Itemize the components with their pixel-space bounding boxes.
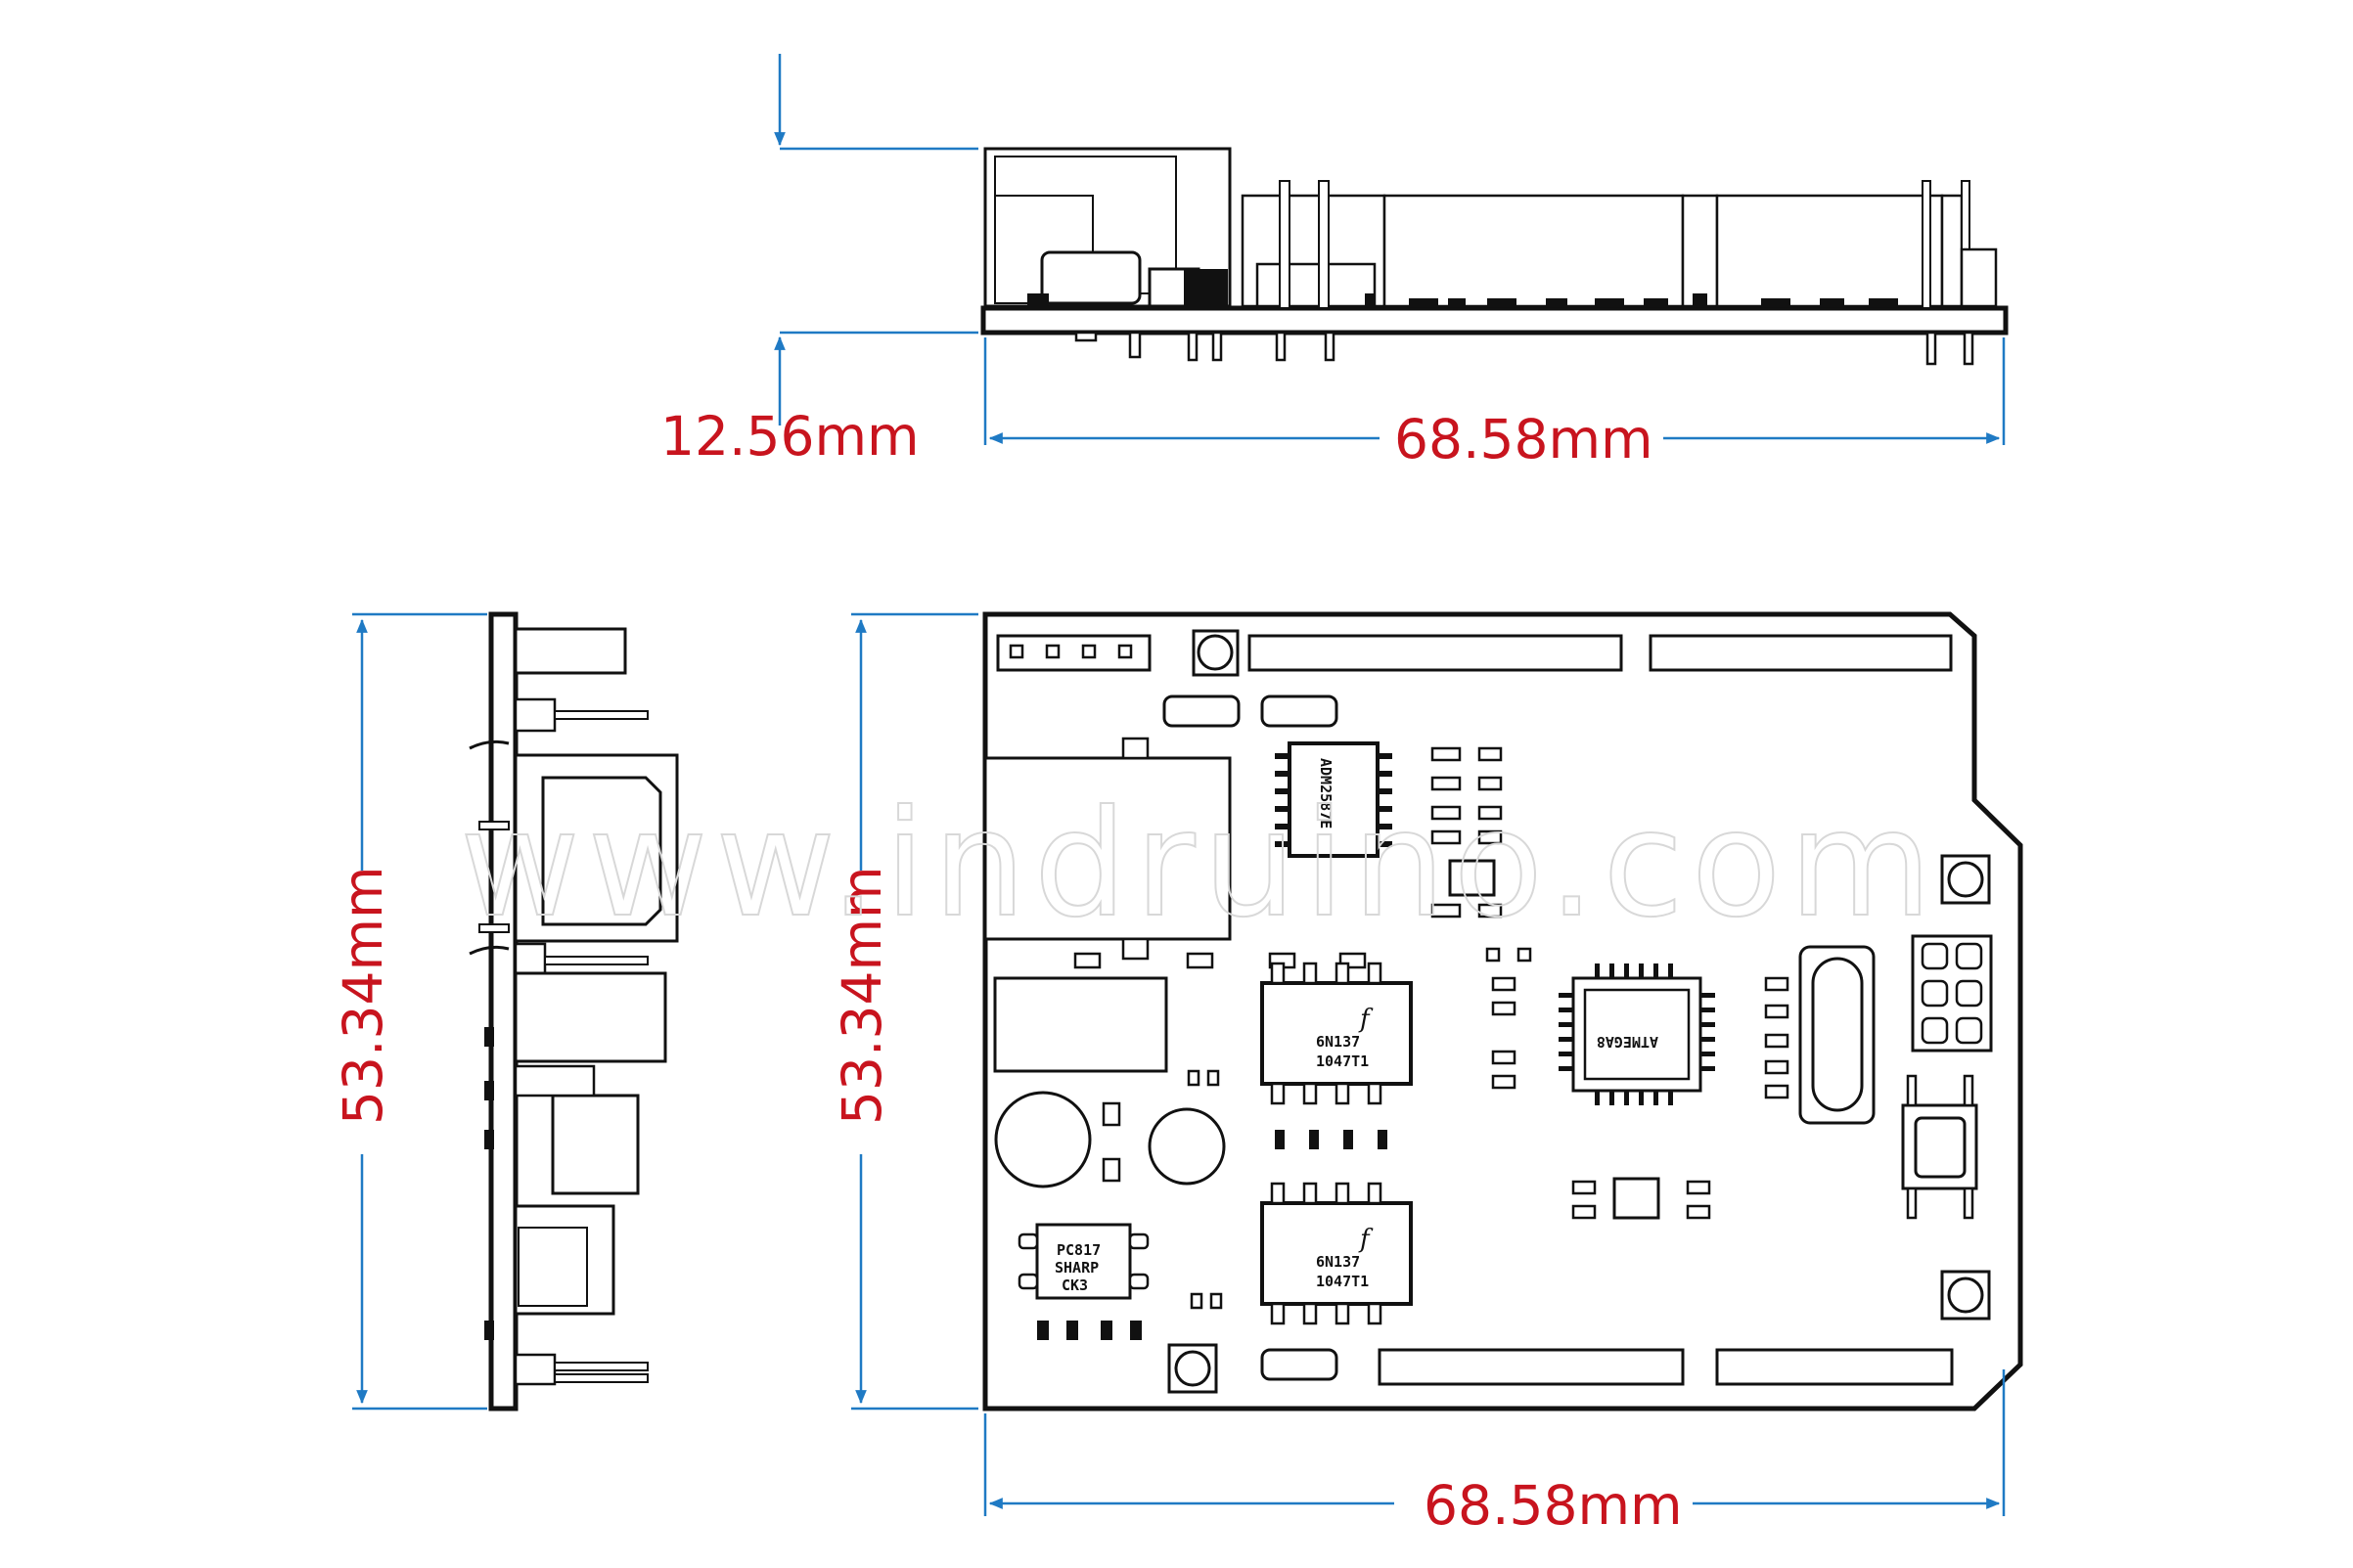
optocoupler-1-line2: 1047T1 [1316, 1053, 1369, 1070]
top-header-3 [1649, 634, 1953, 672]
side-view [980, 147, 2009, 366]
watermark: www.indruino.com [460, 780, 1940, 950]
pc817-line2: SHARP [1055, 1259, 1099, 1277]
top-length-label: 68.58mm [1424, 1474, 1683, 1537]
side-inductor [1040, 250, 1142, 305]
front-pcb [488, 611, 519, 1411]
top-rs485-label: ADM2587E [1317, 758, 1335, 829]
front-width-label: 53.34mm [332, 866, 394, 1125]
side-pcb [980, 305, 2009, 336]
optocoupler-2-line2: 1047T1 [1316, 1273, 1369, 1290]
top-pc817: PC817 SHARP CK3 [1018, 1223, 1150, 1300]
side-connector-1 [1382, 194, 1685, 308]
top-optocoupler-1: 6N137 1047T1 f [1260, 962, 1413, 1105]
top-rs485-chip [1288, 741, 1380, 858]
front-view [469, 611, 679, 1411]
side-height-label: 12.56mm [660, 405, 920, 468]
side-length-dimension: 68.58mm [983, 337, 2006, 470]
top-length-dimension: 68.58mm [983, 1369, 2006, 1537]
side-connector-2 [1715, 194, 1944, 308]
front-power-jack [514, 971, 667, 1063]
top-header-bottom-1 [1378, 1348, 1685, 1386]
top-width-dimension: 53.34mm [831, 612, 978, 1411]
side-length-label: 68.58mm [1394, 408, 1653, 470]
top-header-bottom-2 [1715, 1348, 1954, 1386]
front-width-dimension: 53.34mm [332, 612, 487, 1411]
top-mcu: ATMEGA8 [1559, 963, 1715, 1105]
top-header-2 [1247, 634, 1623, 672]
top-header-1 [996, 634, 1152, 672]
optocoupler-2-line1: 6N137 [1316, 1253, 1360, 1271]
pc817-line3: CK3 [1062, 1277, 1088, 1294]
optocoupler-1-line1: 6N137 [1316, 1033, 1360, 1051]
top-width-label: 53.34mm [831, 866, 893, 1125]
top-view: ADM2587E 6N137 [982, 611, 2023, 1411]
side-height-dimension: 12.56mm [660, 54, 978, 468]
mcu-label: ATMEGA8 [1597, 1033, 1658, 1051]
top-optocoupler-2: 6N137 1047T1 f [1260, 1182, 1413, 1325]
pc817-line1: PC817 [1057, 1241, 1101, 1259]
top-ethernet-jack [983, 756, 1232, 941]
